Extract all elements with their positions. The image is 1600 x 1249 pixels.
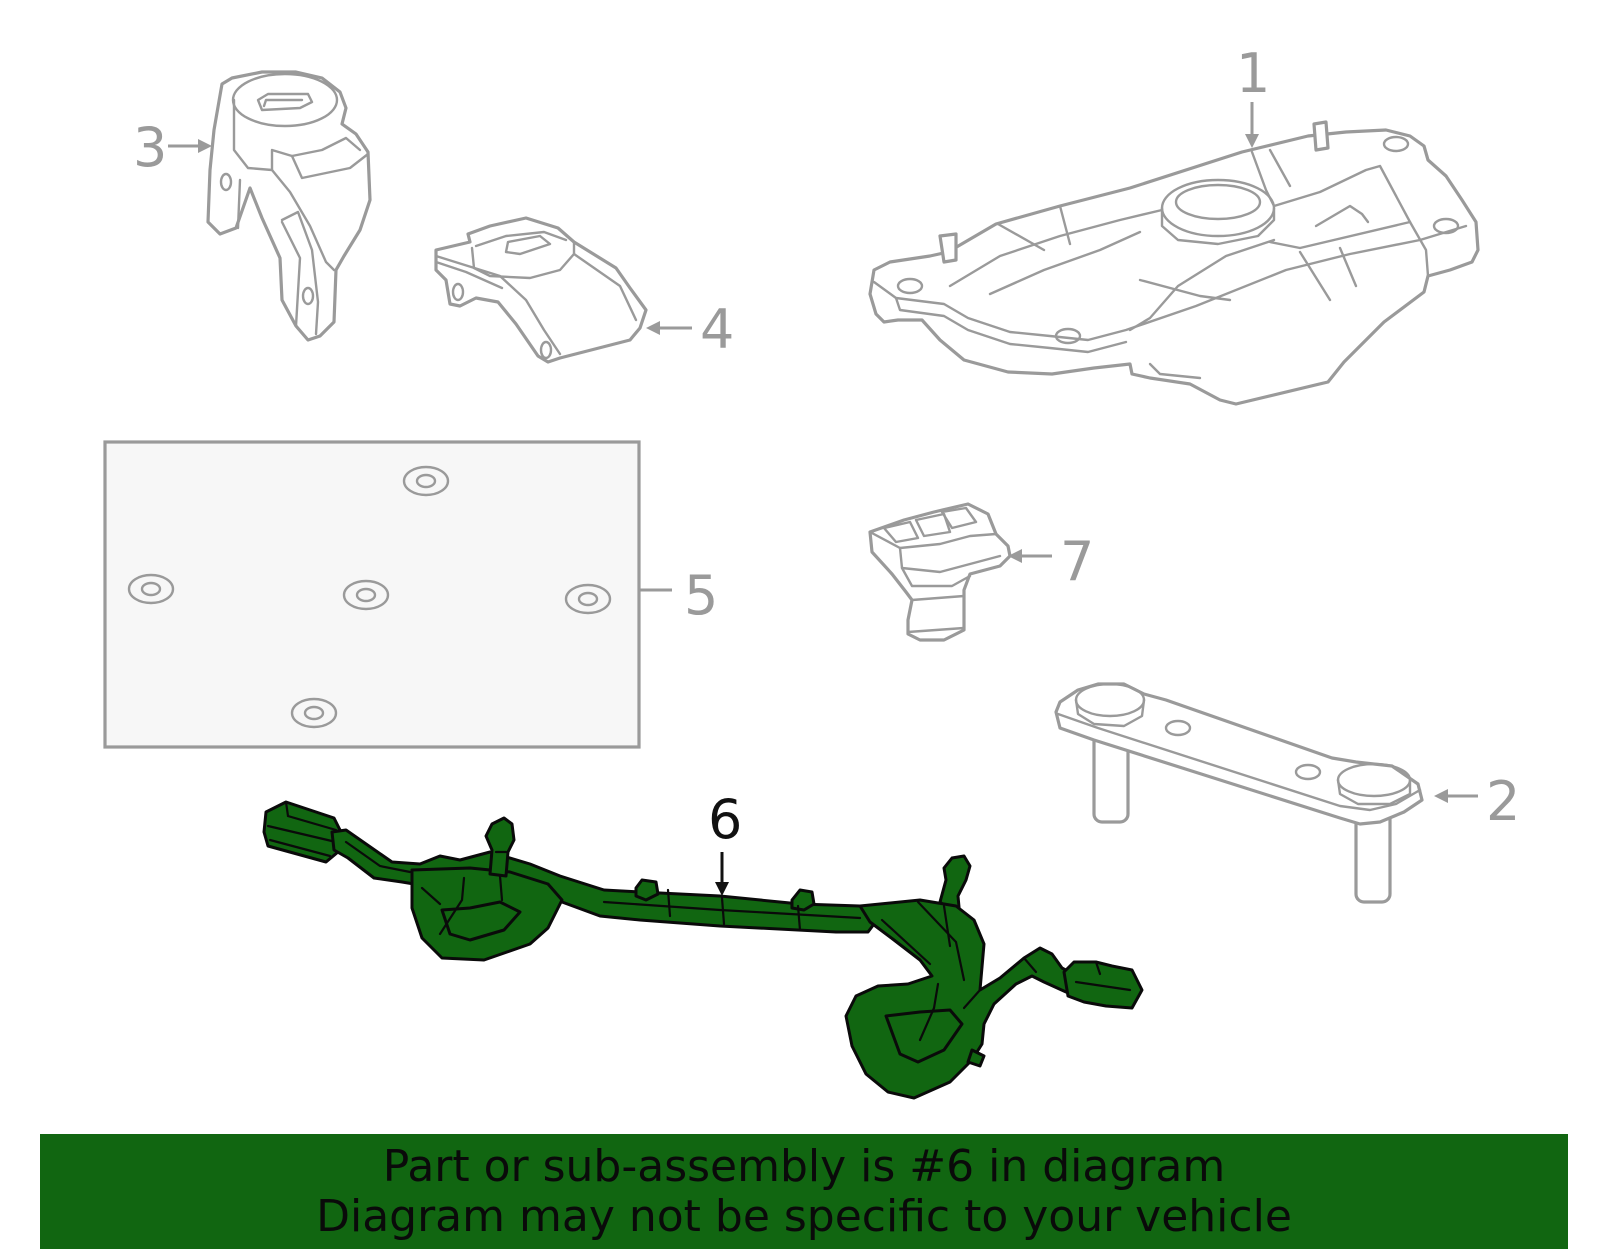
callout-6-label: 6: [708, 788, 742, 851]
harness-connector-left: [262, 800, 344, 864]
harness-clip: [790, 888, 816, 912]
callout-2: 2: [1434, 770, 1520, 833]
callout-2-label: 2: [1486, 770, 1520, 833]
pad-hole: [290, 697, 338, 729]
harness-loop-left-inner: [440, 900, 522, 942]
part-3-bracket[interactable]: [206, 70, 372, 342]
callout-3: 3: [133, 116, 212, 179]
callout-6: 6: [708, 788, 742, 896]
info-banner: Part or sub-assembly is #6 in diagram Di…: [40, 1134, 1568, 1249]
banner-line-2: Diagram may not be specific to your vehi…: [316, 1190, 1292, 1242]
callout-4-label: 4: [700, 298, 734, 361]
part-5-insulator-pad[interactable]: [103, 440, 641, 749]
callout-4: 4: [646, 298, 734, 361]
callout-7: 7: [1008, 530, 1094, 593]
pad-hole: [127, 573, 175, 605]
callout-5: 5: [640, 564, 718, 627]
part-1-mount-plate[interactable]: [868, 120, 1480, 406]
pad-hole: [402, 465, 450, 497]
harness-loop-right-inner: [884, 1008, 964, 1064]
pad-hole: [342, 579, 390, 611]
part-7-sensor[interactable]: [868, 502, 1012, 642]
part-4-bracket[interactable]: [434, 216, 648, 364]
banner-line-1: Part or sub-assembly is #6 in diagram: [382, 1140, 1226, 1192]
callout-1: 1: [1236, 42, 1270, 148]
pad-hole: [564, 583, 612, 615]
part-2-support-bar[interactable]: [1054, 682, 1424, 904]
part-6-wiring-harness[interactable]: [262, 800, 1144, 1100]
callout-7-label: 7: [1060, 530, 1094, 593]
callout-1-label: 1: [1236, 42, 1270, 105]
harness-clip: [634, 878, 660, 902]
callout-5-label: 5: [684, 564, 718, 627]
callout-3-label: 3: [133, 116, 167, 179]
